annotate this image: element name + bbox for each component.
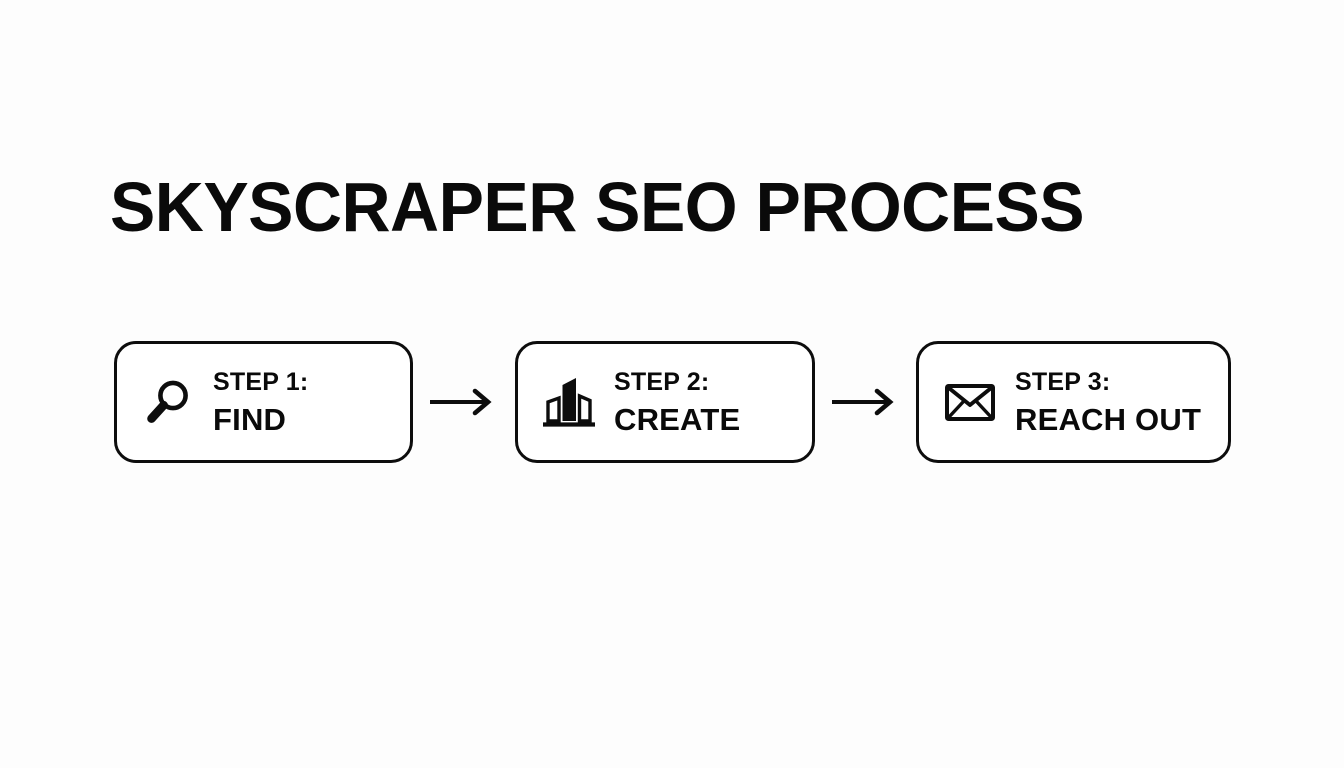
skyscraper-buildings-icon <box>540 371 598 433</box>
step-kicker-2: STEP 2: <box>614 367 710 396</box>
envelope-icon <box>941 371 999 433</box>
step-card-3[interactable]: STEP 3: REACH OUT <box>916 341 1231 463</box>
step-label-3: REACH OUT <box>1015 401 1202 437</box>
page-title: SKYSCRAPER SEO PROCESS <box>110 168 1085 246</box>
step-label-2: CREATE <box>614 401 741 437</box>
magnifier-icon <box>139 371 197 433</box>
step-card-1[interactable]: STEP 1: FIND <box>114 341 413 463</box>
step-kicker-1: STEP 1: <box>213 367 309 396</box>
step-card-2[interactable]: STEP 2: CREATE <box>515 341 815 463</box>
arrow-right-icon-2 <box>832 385 900 419</box>
step-text-1: STEP 1: FIND <box>213 367 309 437</box>
step-label-1: FIND <box>213 401 287 437</box>
step-text-2: STEP 2: CREATE <box>614 367 741 437</box>
step-kicker-3: STEP 3: <box>1015 367 1111 396</box>
step-text-3: STEP 3: REACH OUT <box>1015 367 1202 437</box>
arrow-right-icon-1 <box>430 385 498 419</box>
process-flow: STEP 1: FIND <box>0 341 1344 467</box>
